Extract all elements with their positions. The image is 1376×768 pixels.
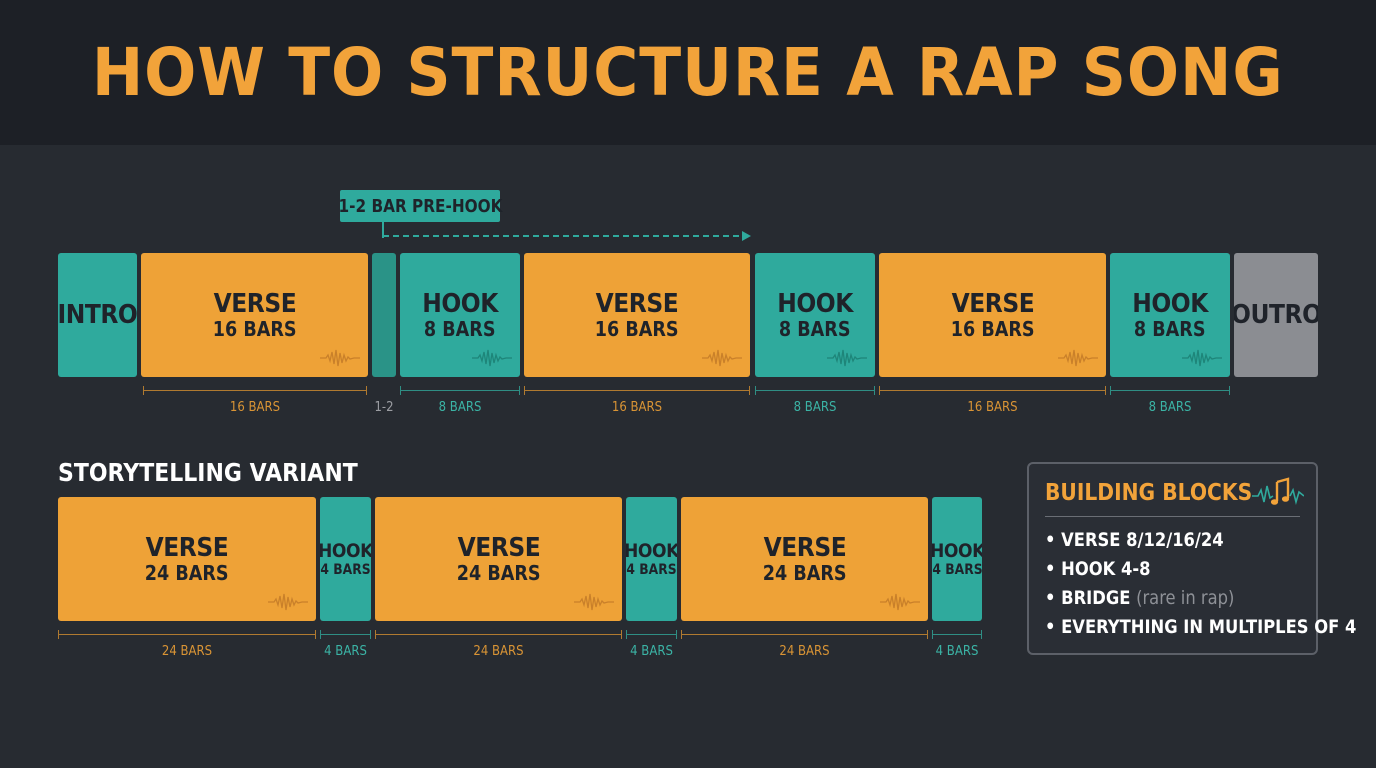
section-name: HOOK xyxy=(422,289,498,319)
measure-label: 16 BARS xyxy=(611,400,663,415)
section-name: VERSE xyxy=(595,289,679,319)
prehook-callout: 1-2 BAR PRE-HOOK xyxy=(337,190,503,222)
measure-bracket xyxy=(1110,384,1230,398)
section-name: VERSE xyxy=(457,533,540,563)
section-name: VERSE xyxy=(763,533,846,563)
section-name: INTRO xyxy=(58,300,137,330)
section-bars: 24 BARS xyxy=(762,561,847,585)
section-block-spacer xyxy=(372,253,396,377)
measure-bracket xyxy=(58,628,316,642)
waveform-icon xyxy=(320,349,360,367)
page-title: HOW TO STRUCTURE A RAP SONG xyxy=(92,34,1284,111)
measure-label: 8 BARS xyxy=(1148,400,1192,415)
measure-bracket xyxy=(320,628,371,642)
section-bars: 16 BARS xyxy=(950,317,1035,341)
measure-label: 8 BARS xyxy=(438,400,482,415)
measure-label: 4 BARS xyxy=(324,644,367,659)
section-name: OUTRO xyxy=(1234,300,1318,330)
section-bars: 4 BARS xyxy=(320,562,371,578)
measure-bracket xyxy=(755,384,875,398)
section-bars: 16 BARS xyxy=(212,317,297,341)
measure-label: 1-2 xyxy=(374,400,394,415)
prehook-arrow xyxy=(382,222,751,241)
waveform-icon xyxy=(472,349,512,367)
waveform-icon xyxy=(268,593,308,611)
waveform-icon xyxy=(574,593,614,611)
section-bars: 4 BARS xyxy=(626,562,677,578)
waveform-icon xyxy=(1182,349,1222,367)
storytelling-heading: STORYTELLING VARIANT xyxy=(58,458,358,487)
building-blocks-title: BUILDING BLOCKS xyxy=(1045,480,1253,506)
section-bars: 8 BARS xyxy=(1134,317,1206,341)
section-block-outro: OUTRO xyxy=(1234,253,1318,377)
measure-label: 16 BARS xyxy=(967,400,1018,415)
section-name: VERSE xyxy=(213,289,296,319)
measure-label: 24 BARS xyxy=(161,644,213,659)
measure-bracket xyxy=(375,628,622,642)
measure-label: 8 BARS xyxy=(793,400,837,415)
measure-label: 24 BARS xyxy=(779,644,830,659)
prehook-label: 1-2 BAR PRE-HOOK xyxy=(337,195,503,217)
measure-label: 4 BARS xyxy=(935,644,979,659)
section-name: HOOK xyxy=(1132,289,1208,319)
section-bars: 16 BARS xyxy=(595,317,679,341)
section-name: VERSE xyxy=(951,289,1034,319)
music-note-icon xyxy=(1252,477,1304,506)
measure-bracket xyxy=(681,628,928,642)
section-bars: 8 BARS xyxy=(779,317,851,341)
measure-bracket xyxy=(932,628,982,642)
measure-bracket xyxy=(879,384,1106,398)
measure-label: 24 BARS xyxy=(473,644,524,659)
section-block-intro: INTRO xyxy=(58,253,137,377)
section-bars: 4 BARS xyxy=(932,562,982,578)
section-name: HOOK xyxy=(626,540,677,562)
measure-bracket xyxy=(524,384,750,398)
section-bars: 8 BARS xyxy=(424,317,496,341)
building-blocks-list: • VERSE 8/12/16/24 • HOOK 4-8 • BRIDGE (… xyxy=(1045,526,1376,642)
building-blocks-panel: BUILDING BLOCKS • VERSE 8/12/16/24 • HOO… xyxy=(1027,462,1356,655)
section-name: HOOK xyxy=(932,540,982,562)
section-name: VERSE xyxy=(145,533,229,563)
list-item: • BRIDGE (rare in rap) xyxy=(1045,587,1235,609)
list-item-note: (rare in rap) xyxy=(1136,587,1235,609)
measure-bracket xyxy=(372,384,396,398)
section-bars: 24 BARS xyxy=(145,561,229,585)
list-item: • VERSE 8/12/16/24 xyxy=(1045,529,1224,551)
measure-label: 16 BARS xyxy=(229,400,281,415)
waveform-icon xyxy=(880,593,920,611)
section-name: HOOK xyxy=(777,289,853,319)
waveform-icon xyxy=(827,349,867,367)
section-bars: 24 BARS xyxy=(456,561,541,585)
waveform-icon xyxy=(1058,349,1098,367)
title-banner: HOW TO STRUCTURE A RAP SONG xyxy=(0,0,1376,145)
section-name: HOOK xyxy=(320,540,371,562)
measure-bracket xyxy=(400,384,520,398)
panel-divider xyxy=(1045,516,1300,517)
waveform-icon xyxy=(702,349,742,367)
measure-bracket xyxy=(626,628,677,642)
list-item: • EVERYTHING IN MULTIPLES OF 4 xyxy=(1045,616,1357,638)
measure-label: 4 BARS xyxy=(630,644,673,659)
measure-bracket xyxy=(143,384,367,398)
list-item: • HOOK 4-8 xyxy=(1045,558,1151,580)
